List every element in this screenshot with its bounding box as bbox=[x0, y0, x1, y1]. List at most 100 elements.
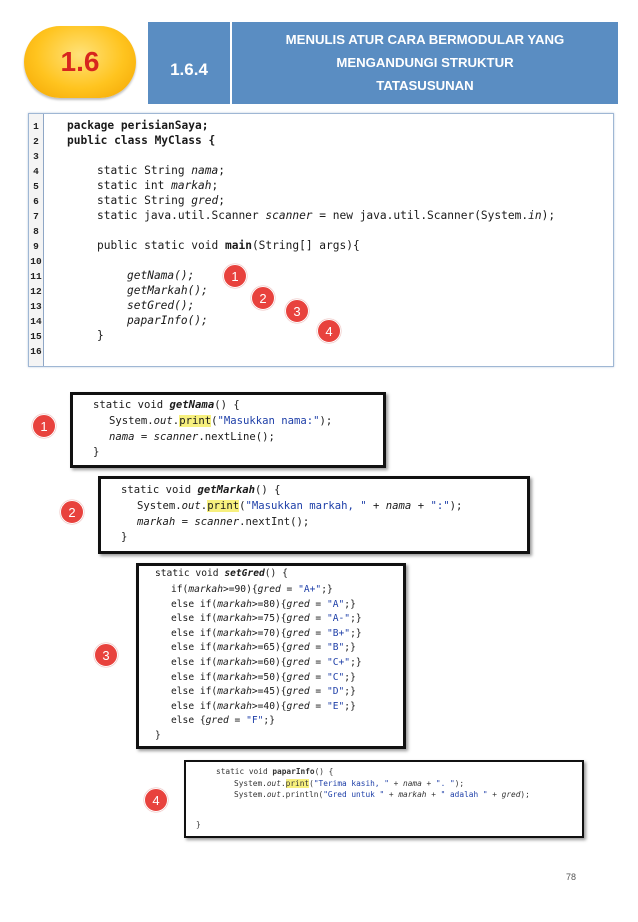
getmarkah-method-box: static void getMarkah() { System.out.pri… bbox=[98, 476, 530, 554]
code-text: paparInfo bbox=[272, 767, 315, 776]
code-line: static void getNama() { bbox=[93, 399, 240, 411]
code-text: ;} bbox=[350, 657, 362, 668]
code-text: out bbox=[266, 779, 281, 788]
code-text: ( bbox=[309, 779, 314, 788]
marker-3: 3 bbox=[94, 643, 118, 667]
code-line: System.out.println("Gred untuk " + marka… bbox=[234, 790, 530, 799]
code-line: markah = scanner.nextInt(); bbox=[137, 516, 309, 528]
code-text: else if( bbox=[171, 671, 218, 683]
code-text: System. bbox=[137, 500, 182, 512]
code-text: = bbox=[134, 431, 154, 443]
code-text: print bbox=[207, 500, 240, 512]
code-text: ); bbox=[454, 779, 465, 788]
code-text: .println( bbox=[280, 790, 324, 799]
code-text: () { bbox=[314, 767, 334, 776]
code-line: } bbox=[155, 730, 161, 741]
gred-condition-row: else if(markah>=60){gred = "C+";} bbox=[171, 657, 362, 668]
code-text: ; bbox=[218, 194, 225, 207]
code-text: out bbox=[153, 415, 173, 427]
code-text: else if( bbox=[171, 686, 218, 698]
code-text: ;} bbox=[344, 671, 356, 683]
subsection-number: 1.6.4 bbox=[170, 60, 208, 79]
code-text: gred bbox=[286, 657, 310, 668]
code-text: markah bbox=[171, 179, 212, 192]
code-line: System.out.print("Masukkan nama:"); bbox=[109, 415, 332, 427]
code-text: public class bbox=[67, 134, 155, 147]
gred-condition-row: if(markah>=90){gred = "A+";} bbox=[171, 584, 333, 595]
code-text: = bbox=[309, 700, 327, 712]
code-text: static void bbox=[93, 399, 170, 411]
code-line: static String gred; bbox=[97, 194, 225, 207]
line-number: 8 bbox=[33, 226, 39, 237]
code-text: static String bbox=[97, 164, 192, 177]
code-line: paparInfo(); bbox=[127, 314, 208, 327]
code-text: nama bbox=[109, 431, 135, 443]
line-number: 14 bbox=[30, 316, 42, 327]
code-line: } bbox=[196, 820, 201, 829]
code-text: + bbox=[384, 790, 399, 799]
line-number: 6 bbox=[33, 196, 39, 207]
marker-2: 2 bbox=[60, 500, 84, 524]
code-text: gred bbox=[205, 715, 229, 727]
code-text: (String[] args){ bbox=[251, 239, 360, 252]
code-text: public static void bbox=[97, 239, 225, 252]
line-number-gutter: 1 2 3 4 5 6 7 8 9 10 11 12 13 14 15 16 bbox=[29, 114, 44, 366]
code-text: ;} bbox=[263, 715, 275, 727]
code-text: static String bbox=[97, 194, 192, 207]
code-text: { bbox=[201, 134, 216, 147]
code-text: >=40){ bbox=[251, 700, 287, 712]
gred-condition-row: else if(markah>=80){gred = "A";} bbox=[171, 599, 356, 610]
code-text: ". " bbox=[435, 779, 455, 788]
code-line: static String nama; bbox=[97, 164, 225, 177]
code-text: = bbox=[309, 642, 327, 654]
code-text: gred bbox=[286, 627, 310, 639]
code-line: nama = scanner.nextLine(); bbox=[109, 431, 275, 443]
code-text: getNama bbox=[169, 399, 215, 411]
title-line-3: TATASUSUNAN bbox=[376, 78, 474, 93]
code-line: static void paparInfo() { bbox=[216, 767, 333, 776]
code-text: "Masukkan markah, " bbox=[245, 500, 367, 512]
code-text: ; bbox=[218, 164, 225, 177]
code-text: ); bbox=[449, 500, 463, 512]
page-number: 78 bbox=[566, 872, 577, 882]
code-text: scanner bbox=[265, 209, 313, 222]
code-text: "E" bbox=[326, 700, 345, 712]
code-text: = bbox=[309, 657, 327, 668]
code-text: >=65){ bbox=[251, 642, 287, 654]
header-banner bbox=[148, 22, 618, 104]
code-text: () { bbox=[254, 484, 281, 496]
code-text: else if( bbox=[171, 642, 218, 654]
paparinfo-method-box: static void paparInfo() { System.out.pri… bbox=[184, 760, 584, 838]
line-number: 11 bbox=[30, 271, 42, 282]
code-text: markah bbox=[217, 613, 252, 625]
code-text: ;} bbox=[321, 584, 333, 595]
code-line: public static void main(String[] args){ bbox=[97, 239, 360, 252]
line-number: 13 bbox=[30, 301, 42, 312]
code-line: static java.util.Scanner scanner = new j… bbox=[97, 209, 555, 222]
code-text: ;} bbox=[344, 642, 356, 654]
code-text: static void bbox=[121, 484, 198, 496]
code-text: markah bbox=[217, 686, 252, 698]
code-text: = bbox=[228, 715, 247, 727]
code-text: .nextLine(); bbox=[198, 431, 275, 443]
gred-condition-row: else if(markah>=40){gred = "E";} bbox=[171, 701, 356, 712]
code-text: ;} bbox=[344, 598, 356, 610]
line-number: 1 bbox=[33, 121, 39, 132]
code-text: markah bbox=[137, 516, 176, 528]
code-text: "B+" bbox=[326, 627, 351, 639]
code-text: = bbox=[309, 671, 327, 683]
code-text: "B" bbox=[326, 642, 345, 654]
code-text: markah bbox=[188, 584, 223, 595]
title-line-2: MENGANDUNGI STRUKTUR bbox=[336, 55, 514, 70]
code-line: public class MyClass { bbox=[67, 134, 215, 147]
code-text: gred bbox=[286, 686, 310, 698]
code-text: ( bbox=[239, 500, 246, 512]
code-text: gred bbox=[191, 194, 219, 207]
code-text: = new java.util.Scanner(System. bbox=[312, 209, 529, 222]
line-number: 7 bbox=[33, 211, 39, 222]
line-number: 2 bbox=[33, 136, 39, 147]
code-text: = bbox=[280, 584, 299, 595]
marker-2: 2 bbox=[251, 286, 275, 310]
code-text: markah bbox=[398, 790, 427, 799]
code-text: else if( bbox=[171, 627, 218, 639]
